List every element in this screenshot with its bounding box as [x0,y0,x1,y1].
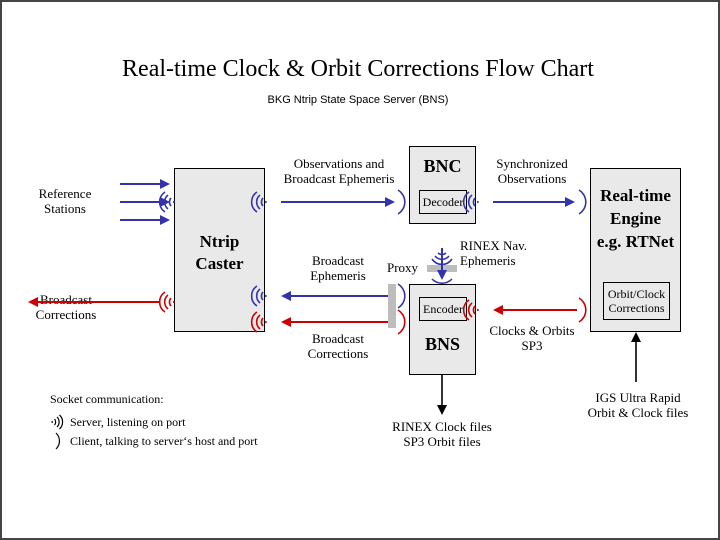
label-broadcast-corrections-line2: Corrections [307,346,369,361]
box-bns[interactable]: Encoder BNS [409,284,476,375]
label-rinex-clock-files-line1: RINEX Clock files [392,419,492,434]
arrow-rinex-nav-ephemeris [437,248,447,280]
legend-server-label: Server, listening on port [70,415,186,429]
server-socket-icon-caster-in [158,191,175,213]
proxy-bar-vertical [388,284,396,328]
server-socket-icon-caster-corrections [250,311,267,333]
client-socket-icon-rtengine-clocks [578,297,587,323]
server-socket-icon-bns-clocks [462,299,479,321]
legend-client-label: Client, talking to server‘s host and por… [70,434,258,448]
label-broadcast-corrections-out-line1: Broadcast [40,292,92,307]
label-proxy: Proxy [387,260,419,275]
label-igs-line2: Orbit & Clock files [587,405,689,420]
label-igs-line1: IGS Ultra Rapid [595,390,681,405]
bnc-title: BNC [423,156,462,176]
page-title: Real-time Clock & Orbit Corrections Flow… [122,56,594,82]
label-rinex-nav-line2: Ephemeris [460,253,516,268]
label-broadcast-ephemeris-line1: Broadcast [312,253,364,268]
client-socket-icon-bns-corrections [397,309,406,335]
label-rinex-nav-line1: RINEX Nav. [460,238,528,253]
server-socket-icon-bnc-sync [462,191,479,213]
client-socket-icon-bnc-observations [397,189,406,215]
client-socket-icon-bns-rinex [431,278,453,284]
bnc-decoder-label: Decoder [422,195,464,209]
server-socket-icon-caster-corrections-out [158,291,175,313]
rt-engine-line1: Real-time [600,186,671,205]
arrow-broadcast-corrections [281,317,394,327]
label-broadcast-ephemeris-line2: Ephemeris [310,268,366,283]
bns-title: BNS [424,334,460,354]
rt-engine-line2: Engine [609,209,662,228]
server-socket-icon-caster-ephemeris [250,285,267,307]
orbit-clock-line2: Corrections [608,301,665,315]
arrow-observations [281,197,395,207]
rt-engine-line3: e.g. RTNet [596,232,675,251]
legend-server-icon [51,414,64,430]
label-synchronized-line2: Observations [497,171,567,186]
label-synchronized-line1: Synchronized [496,156,568,171]
box-realtime-engine[interactable]: Real-time Engine e.g. RTNet Orbit/Clock … [590,168,681,332]
label-clocks-orbits-line1: Clocks & Orbits [489,323,575,338]
label-rinex-clock-files-line2: SP3 Orbit files [403,434,481,449]
box-bnc[interactable]: BNC Decoder [409,146,476,224]
label-broadcast-corrections-line1: Broadcast [312,331,364,346]
label-observations-line1: Observations and [293,156,385,171]
ntrip-caster-line2: Caster [195,254,244,273]
legend-heading: Socket communication: [50,392,164,406]
page-subtitle: BKG Ntrip State Space Server (BNS) [267,94,449,106]
box-bnc-decoder[interactable]: Decoder [419,190,467,214]
arrow-broadcast-ephemeris [281,291,394,301]
server-socket-icon-caster-observations [250,191,267,213]
box-bns-encoder[interactable]: Encoder [419,297,467,321]
box-orbit-clock-corrections[interactable]: Orbit/Clock Corrections [603,282,670,320]
client-socket-icon-bns-ephemeris [397,283,406,309]
label-clocks-orbits-line2: SP3 [521,338,543,353]
box-ntrip-caster[interactable]: Ntrip Caster [174,168,265,332]
arrow-igs-ultra-rapid [631,332,641,382]
arrow-synchronized-observations [493,197,575,207]
arrow-broadcast-corrections-out [28,297,160,307]
label-observations-line2: Broadcast Ephemeris [283,171,395,186]
arrow-clocks-orbits [493,305,577,315]
ntrip-caster-line1: Ntrip [199,232,240,251]
label-reference-stations-line1: Reference [38,186,92,201]
label-broadcast-corrections-out-line2: Corrections [35,307,97,322]
client-socket-icon-rtengine-sync [578,189,587,215]
bns-encoder-label: Encoder [423,302,463,316]
label-reference-stations-line2: Stations [44,201,86,216]
arrow-rinex-clock-files [437,375,447,415]
orbit-clock-line1: Orbit/Clock [607,287,666,301]
legend-client-icon [55,432,60,450]
